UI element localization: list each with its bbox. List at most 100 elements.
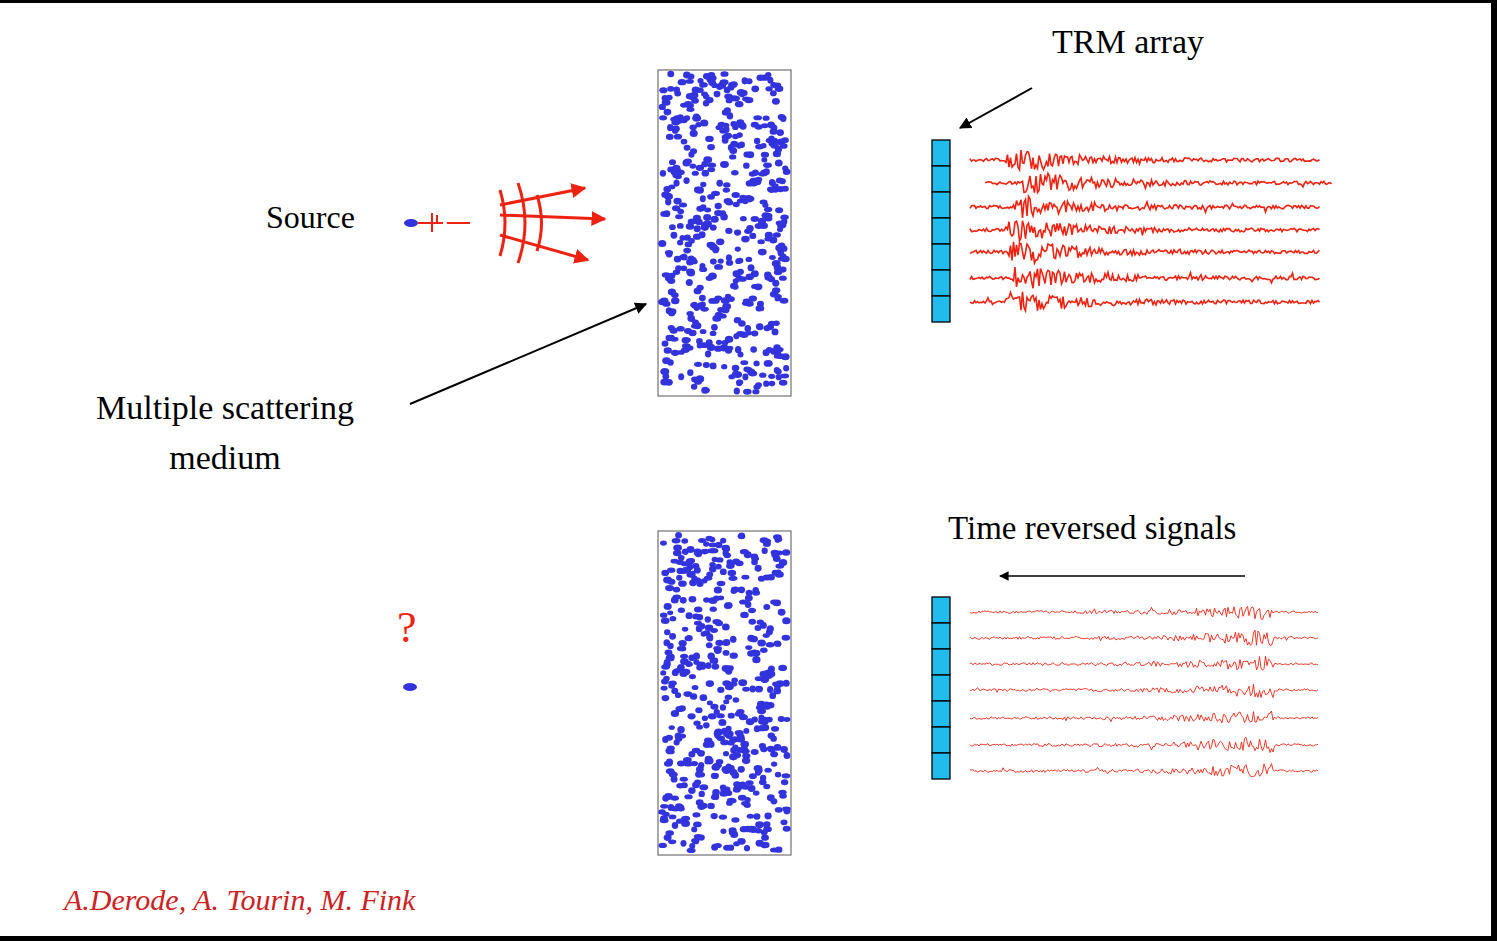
scatterer: [732, 365, 740, 371]
scatterer: [677, 223, 684, 229]
wavefront: [518, 183, 525, 263]
scatterer: [671, 597, 679, 604]
scatterer: [669, 633, 676, 640]
scatterer: [745, 595, 753, 601]
received-signal: [970, 196, 1320, 218]
scatterer: [684, 158, 692, 164]
scatterer: [767, 77, 773, 84]
scatterer: [689, 124, 696, 130]
scatterer: [769, 692, 776, 699]
scatterer: [730, 81, 738, 88]
time-reversed-signal: [970, 606, 1318, 619]
scatterer: [661, 686, 668, 691]
scatterer: [755, 676, 763, 681]
scatterer: [779, 276, 787, 281]
scatterer: [723, 187, 730, 192]
scatterer: [754, 138, 760, 145]
scatterer: [759, 373, 766, 378]
scatterer: [686, 223, 694, 229]
scattering-medium: [658, 531, 791, 855]
scatterer: [692, 319, 699, 324]
scatterer: [682, 669, 691, 675]
scatterer: [775, 159, 783, 166]
scatterer: [675, 733, 682, 740]
scatterer: [753, 790, 760, 795]
scatterer: [672, 822, 678, 829]
scatterer: [737, 89, 746, 96]
scatterer: [680, 840, 686, 847]
scatterer: [735, 730, 744, 735]
ray-arrow: [500, 235, 588, 260]
scatterer: [749, 686, 755, 693]
scatterer: [662, 736, 668, 743]
scatterer: [747, 814, 754, 819]
scatterer: [780, 143, 788, 149]
scatterer: [744, 845, 750, 851]
scatterer: [758, 715, 764, 722]
scatterer: [711, 216, 719, 223]
scatterer: [674, 668, 682, 673]
scatterer: [695, 707, 702, 713]
scatterer: [707, 194, 715, 200]
scatterer: [741, 236, 750, 243]
received-signal: [970, 242, 1320, 263]
scatterer: [704, 208, 711, 213]
scatterer: [690, 571, 696, 578]
scatterer: [699, 784, 708, 790]
scatterer: [706, 680, 714, 687]
scatterer: [666, 768, 675, 774]
scatterer: [752, 656, 760, 663]
scatterer: [772, 260, 781, 267]
scatterer: [694, 621, 702, 626]
scatterer: [667, 278, 675, 284]
scatterer: [667, 610, 673, 615]
scatterer: [747, 826, 756, 833]
scatterer: [691, 384, 698, 390]
scatterer: [735, 101, 744, 107]
scatterer: [712, 247, 719, 254]
scatterer: [661, 678, 669, 684]
scatterer: [714, 264, 723, 270]
scatterer: [671, 688, 678, 694]
scatterer: [752, 170, 759, 176]
scatterer: [669, 159, 676, 165]
scatterer: [664, 629, 670, 635]
scatterer: [690, 693, 697, 699]
scatterer: [755, 821, 764, 828]
scatterer: [749, 371, 758, 377]
scatterer: [763, 115, 770, 120]
scatterer: [747, 196, 754, 201]
scatterer: [678, 79, 687, 85]
scatterer: [723, 639, 730, 646]
scatterer: [660, 815, 668, 821]
scatterer: [678, 705, 686, 711]
scatterer: [739, 714, 747, 719]
scatterer: [714, 843, 722, 848]
scatterer: [729, 154, 736, 159]
scatterer: [687, 713, 695, 719]
scatterer: [687, 270, 695, 277]
scatterer: [751, 749, 759, 755]
scatterer: [700, 182, 706, 187]
scatterer: [674, 91, 681, 97]
scatterer: [731, 588, 737, 594]
transducer-element: [932, 623, 950, 649]
scatterer: [761, 829, 768, 835]
scatterer: [736, 380, 743, 385]
scatterer: [775, 86, 784, 93]
received-signal: [985, 173, 1332, 192]
scatterer: [760, 169, 768, 176]
scatterer: [715, 542, 722, 549]
scatterer: [728, 570, 737, 576]
scatterer: [663, 210, 670, 217]
scatterer: [686, 79, 694, 84]
scatterer: [677, 726, 684, 733]
scatterer: [764, 813, 771, 820]
scatterer: [748, 785, 756, 792]
scatterer: [696, 766, 704, 773]
scatterer: [739, 781, 746, 787]
scatterer: [686, 258, 694, 265]
scatterer: [700, 694, 708, 701]
scatterer: [673, 198, 681, 205]
scatterer: [679, 640, 687, 646]
